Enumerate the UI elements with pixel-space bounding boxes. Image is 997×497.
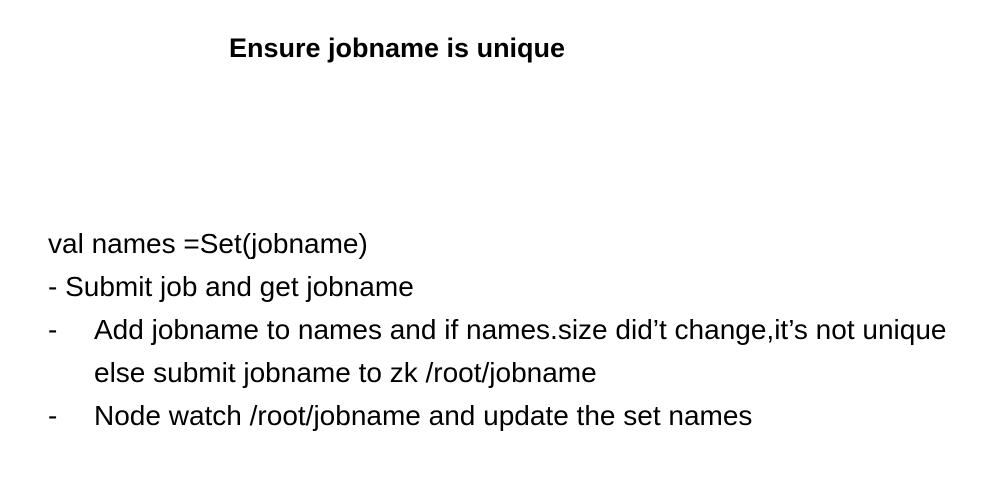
slide-title: Ensure jobname is unique (229, 33, 566, 63)
slide-body: val names =Set(jobname) - Submit job and… (48, 222, 978, 437)
step-submit-job: - Submit job and get jobname (48, 271, 414, 302)
bullet-dash: - (48, 400, 58, 431)
bullet-text: Add jobname to names and if names.size d… (94, 314, 947, 388)
bullet-item-add-jobname: - Add jobname to names and if names.size… (48, 308, 978, 394)
bullet-item-node-watch: - Node watch /root/jobname and update th… (48, 394, 978, 437)
bullet-text: Node watch /root/jobname and update the … (94, 400, 753, 431)
bullet-dash: - (48, 314, 58, 345)
code-line-names-set: val names =Set(jobname) (48, 228, 368, 259)
